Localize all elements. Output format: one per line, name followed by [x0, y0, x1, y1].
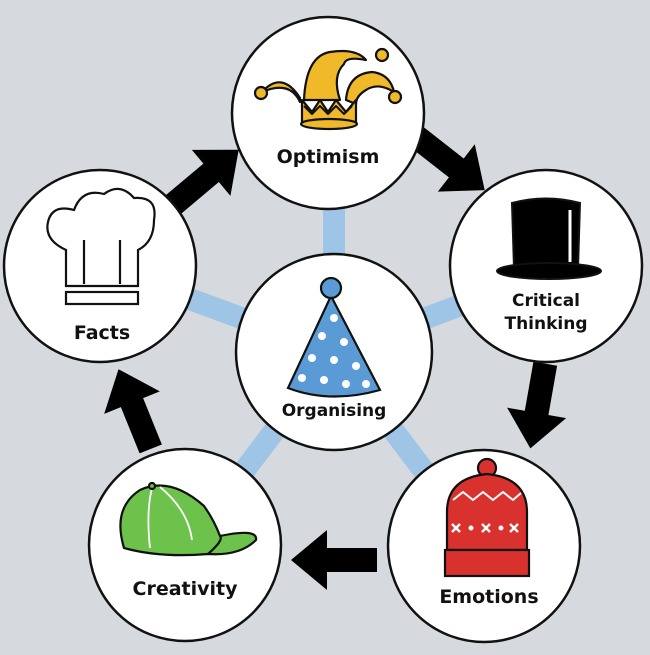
node-label-critical-line2: Thinking	[504, 314, 588, 334]
arrow-creativity-to-facts	[104, 369, 162, 454]
top-hat-icon	[496, 197, 602, 280]
chef-hat-icon	[46, 187, 156, 306]
arrow-optimism-to-critical	[409, 127, 485, 192]
node-label-creativity: Creativity	[132, 578, 238, 600]
node-label-emotions: Emotions	[439, 586, 539, 608]
beanie-hat-icon	[443, 457, 531, 578]
cycle-arrows	[104, 127, 567, 590]
arrow-emotions-to-creativity	[291, 530, 377, 590]
party-hat-icon	[286, 276, 382, 398]
node-label-critical: Critical Thinking	[476, 290, 616, 336]
jester-hat-icon	[253, 47, 403, 131]
arrow-critical-to-emotions	[507, 361, 567, 449]
node-label-critical-line1: Critical	[511, 291, 581, 311]
node-label-organising: Organising	[281, 401, 387, 421]
arrow-facts-to-optimism	[165, 149, 239, 215]
node-label-facts: Facts	[73, 322, 131, 344]
party-hat-dots	[298, 314, 370, 388]
node-label-optimism: Optimism	[276, 146, 380, 168]
baseball-cap-icon	[119, 481, 258, 557]
